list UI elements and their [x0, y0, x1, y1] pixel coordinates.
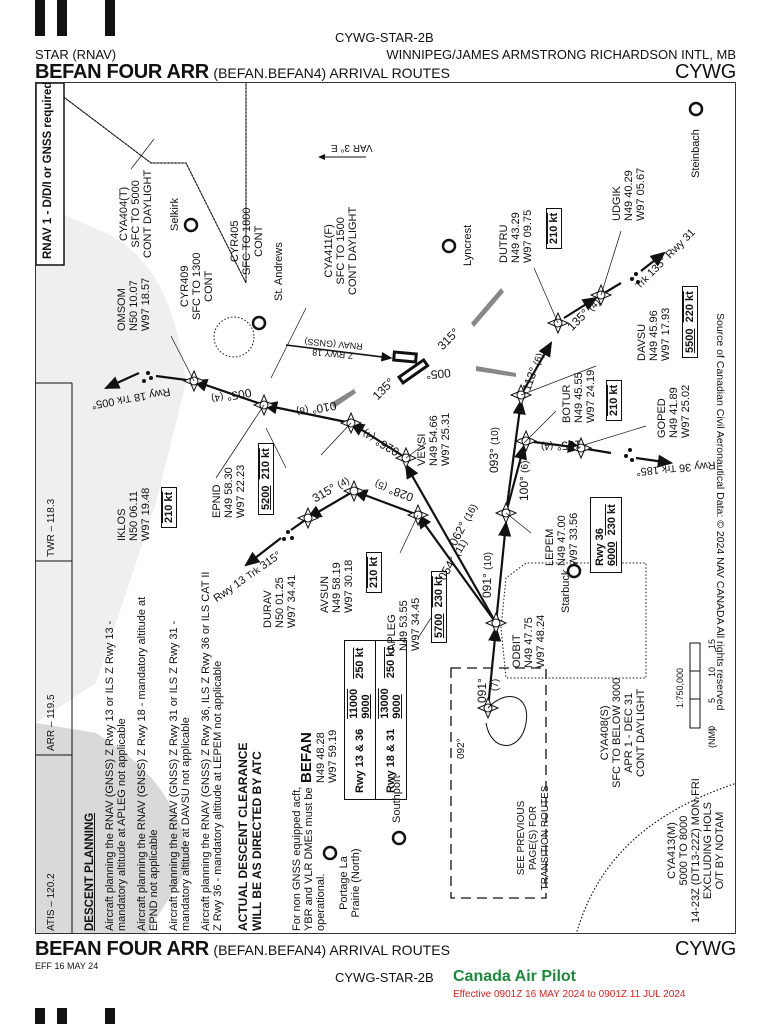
befan-name: BEFAN	[298, 732, 315, 783]
freq-arr: ARR – 119.5	[46, 694, 57, 751]
registration-bar	[105, 1008, 115, 1024]
leg-093: 093° (10)	[487, 427, 501, 473]
title-text: BEFAN FOUR ARR	[35, 61, 209, 83]
hold-inbound: 092°	[456, 738, 467, 759]
magnetic-variation: VAR 3° E	[331, 142, 373, 153]
transition-text: SEE PREVIOUS PAGE(S) FOR TRANSITION ROUT…	[516, 785, 551, 891]
befan-speed: 250 kt	[385, 647, 397, 679]
registration-bar	[105, 0, 115, 36]
footer-icao: CYWG	[674, 938, 736, 960]
avsun-constraint: 210 kt	[366, 551, 382, 593]
befan-outbound-course: 091°	[475, 678, 489, 703]
scale-unit: (NM)	[707, 728, 717, 748]
footer-title: BEFAN FOUR ARR (BEFAN.BEFAN4) ARRIVAL RO…	[35, 938, 450, 961]
footer-chart-id: CYWG-STAR-2B	[335, 970, 434, 985]
apleg-constraint: 5700 230 kt	[431, 571, 447, 643]
scale-tick-0: 0	[707, 725, 717, 731]
lepem-constraint: Rwy 36 6000 230 kt	[590, 497, 622, 573]
non-gnss-text: For non GNSS equipped acft, YBR and VLR …	[291, 786, 327, 931]
descent-note-4: Aircraft planning the RNAV (GNSS) Z Rwy …	[200, 571, 224, 931]
footer-title-sub: (BEFAN.BEFAN4) ARRIVAL ROUTES	[213, 942, 450, 958]
befan-outbound-dist: (7)	[490, 678, 501, 691]
town-portage: Portage La Prairie (North)	[338, 848, 362, 918]
registration-bar	[57, 0, 67, 36]
route-lines	[36, 83, 735, 933]
befan-lat: N49 48.28	[315, 732, 327, 783]
effective-date: EFF 16 MAY 24	[35, 961, 99, 971]
lepem-rwy: Rwy 36	[594, 528, 606, 566]
town-lyncrest: Lyncrest	[462, 224, 474, 266]
town-starbuck: Starbuck	[560, 569, 572, 613]
non-gnss-note: For non GNSS equipped acft, YBR and VLR …	[291, 781, 327, 931]
rnav-requirement: RNAV 1 - D/D/I or GNSS required	[42, 82, 54, 259]
footer-title-text: BEFAN FOUR ARR	[35, 938, 209, 960]
befan-lon: W97 59.19	[327, 729, 339, 783]
airport-course-005: 005°	[425, 365, 452, 383]
clearance-line-1: ACTUAL DESCENT CLEARANCE	[236, 742, 250, 931]
registration-bar	[35, 0, 45, 36]
descent-note-1: Aircraft planning the RNAV (GNSS) Z Rwy …	[104, 620, 128, 931]
town-st-andrews: St. Andrews	[273, 242, 285, 301]
descent-planning: DESCENT PLANNING Aircraft planning the R…	[84, 571, 264, 931]
town-selkirk: Selkirk	[169, 197, 181, 231]
descent-note-3: Aircraft planning the RNAV (GNSS) Z Rwy …	[168, 620, 192, 931]
effective-period: Effective 0901Z 16 MAY 2024 to 0901Z 11 …	[453, 989, 686, 1000]
epnid-constraint: 5200 210 kt	[258, 443, 274, 515]
procedure-type: STAR (RNAV)	[35, 47, 117, 62]
town-southport: Southport	[391, 775, 403, 823]
registration-bar	[57, 1008, 67, 1024]
chart-id-top: CYWG-STAR-2B	[335, 30, 434, 45]
chart-frame: RNAV 1 - D/D/I or GNSS required ATIS – 1…	[35, 82, 736, 934]
title-sub: (BEFAN.BEFAN4) ARRIVAL ROUTES	[213, 65, 450, 81]
icao-code: CYWG	[674, 61, 736, 83]
scale-ratio: 1:750,000	[675, 667, 685, 708]
airport-name: WINNIPEG/JAMES ARMSTRONG RICHARDSON INTL…	[386, 47, 736, 62]
befan-label: BEFAN N49 48.28 W97 59.19	[298, 730, 339, 783]
descent-note-2: Aircraft planning the RNAV (GNSS) Z Rwy …	[136, 596, 160, 931]
dutru-constraint: 210 kt	[546, 207, 562, 249]
leg-091: 091° (10)	[480, 552, 494, 598]
publisher: Canada Air Pilot	[453, 968, 576, 985]
befan-speed: 250 kt	[354, 647, 366, 679]
leg-185: 185° (4)	[540, 437, 583, 454]
botur-constraint: 210 kt	[606, 379, 622, 421]
davsu-constraint: 5500 220 kt	[682, 286, 698, 358]
registration-bar	[35, 1008, 45, 1024]
page-title: BEFAN FOUR ARR (BEFAN.BEFAN4) ARRIVAL RO…	[35, 61, 450, 84]
freq-twr: TWR – 118.3	[46, 498, 57, 557]
descent-heading: DESCENT PLANNING	[84, 812, 96, 931]
befan-rwy: Rwy 13 & 36	[354, 728, 366, 793]
leg-100: 100° (6)	[517, 460, 531, 501]
transition-note: SEE PREVIOUS PAGE(S) FOR TRANSITION ROUT…	[516, 783, 552, 893]
town-steinbach: Steinbach	[690, 129, 702, 178]
freq-atis: ATIS – 120.2	[46, 873, 57, 931]
copyright: Source of Canadian Civil Aeronautical Da…	[714, 313, 726, 711]
iklos-constraint: 210 kt	[161, 486, 177, 528]
